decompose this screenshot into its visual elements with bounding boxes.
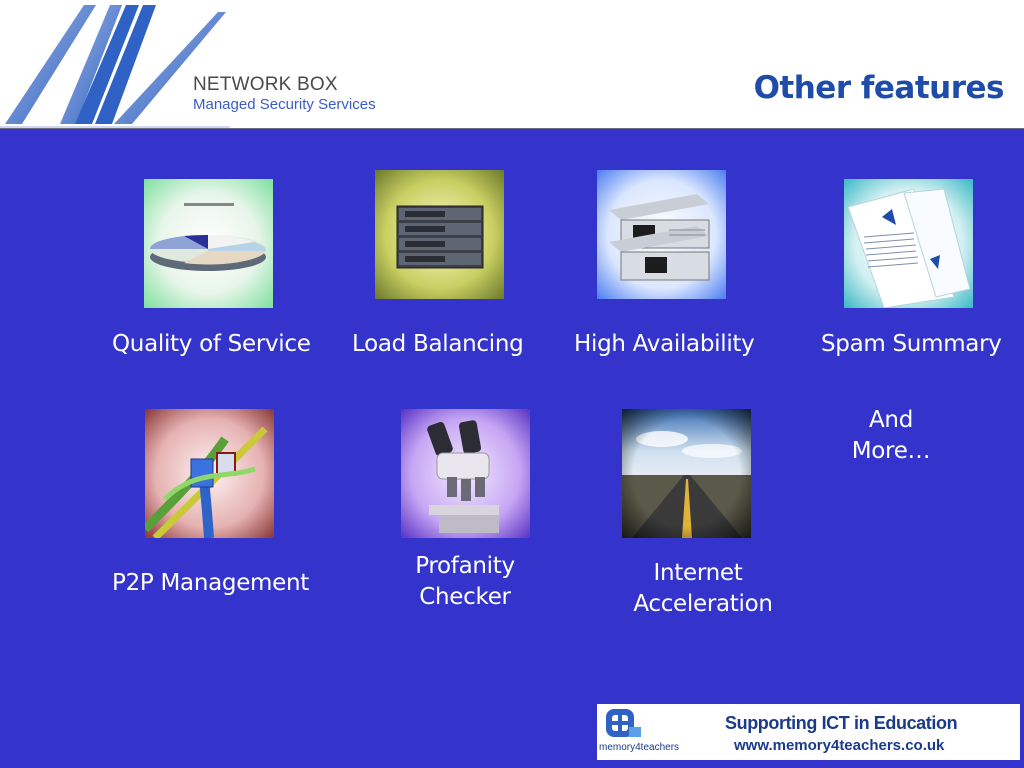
and-more-line1: And [868, 407, 913, 433]
brand-subtitle: Managed Security Services [193, 96, 376, 113]
memory4teachers-badge: memory4teachers Supporting ICT in Educat… [597, 704, 1020, 760]
network-cables-image [145, 409, 274, 538]
brand-name: NETWORK BOX [193, 74, 338, 95]
feature-label-and-more: And More… [840, 405, 942, 467]
feature-label-spam-summary: Spam Summary [821, 331, 1002, 357]
internet-label-line1: Internet [653, 560, 743, 586]
and-more-line2: More… [851, 438, 931, 464]
network-box-logo-icon [0, 5, 230, 128]
rack-servers-image [375, 170, 504, 299]
feature-label-load-balancing: Load Balancing [352, 331, 524, 357]
feature-label-internet-acceleration: Internet Acceleration [620, 558, 786, 620]
profanity-label-line1: Profanity [415, 553, 515, 579]
footer-tagline: Supporting ICT in Education [725, 713, 958, 733]
redundant-power-units-image [597, 170, 726, 299]
feature-label-quality-of-service: Quality of Service [112, 331, 311, 357]
profanity-label-line2: Checker [419, 584, 511, 610]
report-documents-image [844, 179, 973, 308]
feature-label-p2p-management: P2P Management [112, 570, 309, 596]
pie-chart-image [144, 179, 273, 308]
footer-url[interactable]: www.memory4teachers.co.uk [734, 737, 945, 754]
memory4teachers-logo-icon [606, 709, 641, 737]
memory4teachers-brand: memory4teachers [599, 742, 680, 753]
feature-label-high-availability: High Availability [574, 331, 755, 357]
page-title: Other features [753, 70, 1005, 106]
slide-header: NETWORK BOX Managed Security Services Ot… [0, 0, 1024, 129]
open-road-image [622, 409, 751, 538]
internet-label-line2: Acceleration [633, 591, 773, 617]
feature-label-profanity-checker: Profanity Checker [400, 551, 530, 613]
microscope-image [401, 409, 530, 538]
